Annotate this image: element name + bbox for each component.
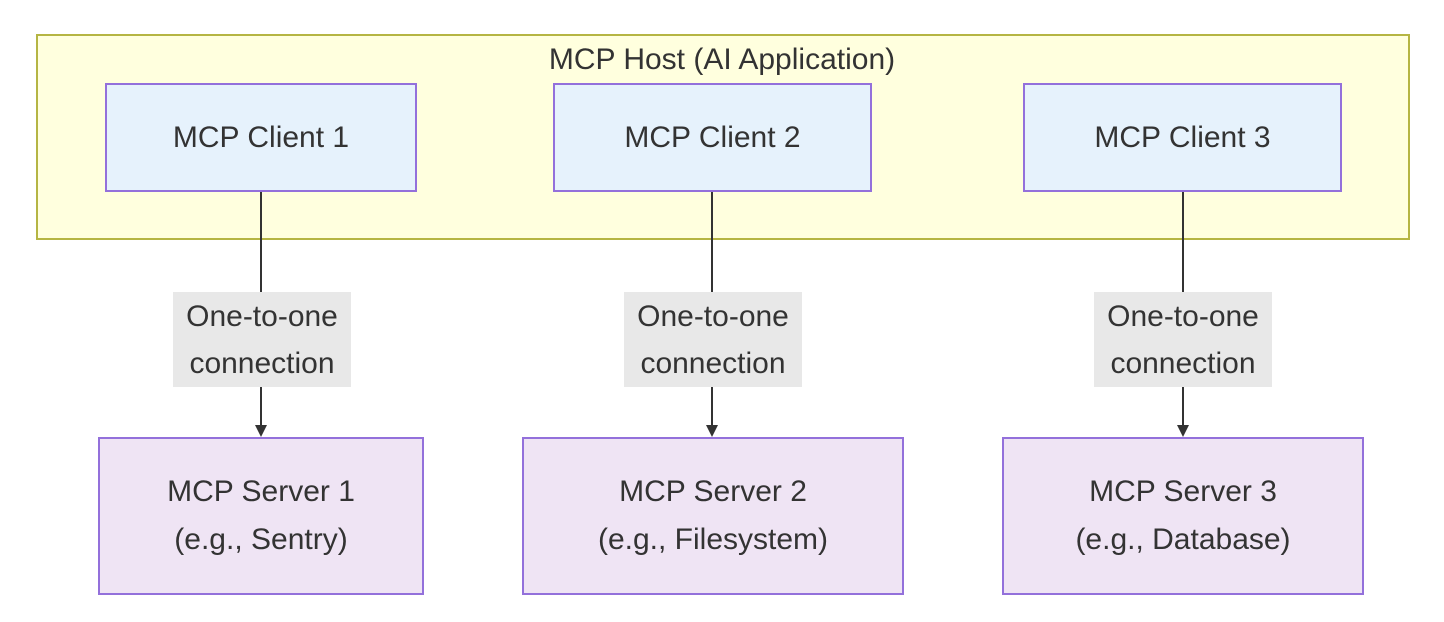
mcp-server-2-example: (e.g., Filesystem) — [597, 523, 829, 556]
edge-label-3: One-to-one connection — [1094, 292, 1272, 387]
mcp-client-2-label: MCP Client 2 — [624, 120, 801, 154]
mcp-client-3: MCP Client 3 — [1023, 83, 1342, 192]
mcp-server-3-example: (e.g., Database) — [1075, 523, 1291, 556]
edge-label-1-line-1: One-to-one — [186, 299, 338, 333]
mcp-client-1: MCP Client 1 — [105, 83, 417, 192]
edge-label-2-line-1: One-to-one — [637, 299, 789, 333]
mcp-client-2: MCP Client 2 — [553, 83, 872, 192]
edge-label-3-line-2: connection — [1110, 346, 1256, 380]
mcp-client-1-label: MCP Client 1 — [172, 120, 350, 154]
mcp-server-1-example: (e.g., Sentry) — [174, 523, 348, 556]
edge-label-1-line-2: connection — [189, 346, 335, 380]
edge-label-2: One-to-one connection — [624, 292, 802, 387]
mcp-server-1-name: MCP Server 1 — [167, 475, 355, 508]
mcp-client-3-label: MCP Client 3 — [1094, 120, 1271, 154]
mcp-host-title: MCP Host (AI Application) — [548, 43, 896, 76]
mcp-server-3-name: MCP Server 3 — [1089, 475, 1277, 508]
mcp-server-2: MCP Server 2 (e.g., Filesystem) — [522, 437, 904, 595]
edge-label-3-line-1: One-to-one — [1107, 299, 1259, 333]
edge-label-1: One-to-one connection — [173, 292, 351, 387]
mcp-server-2-name: MCP Server 2 — [619, 475, 807, 508]
mcp-server-3: MCP Server 3 (e.g., Database) — [1002, 437, 1364, 595]
mcp-server-1: MCP Server 1 (e.g., Sentry) — [98, 437, 424, 595]
edge-label-2-line-2: connection — [640, 346, 786, 380]
